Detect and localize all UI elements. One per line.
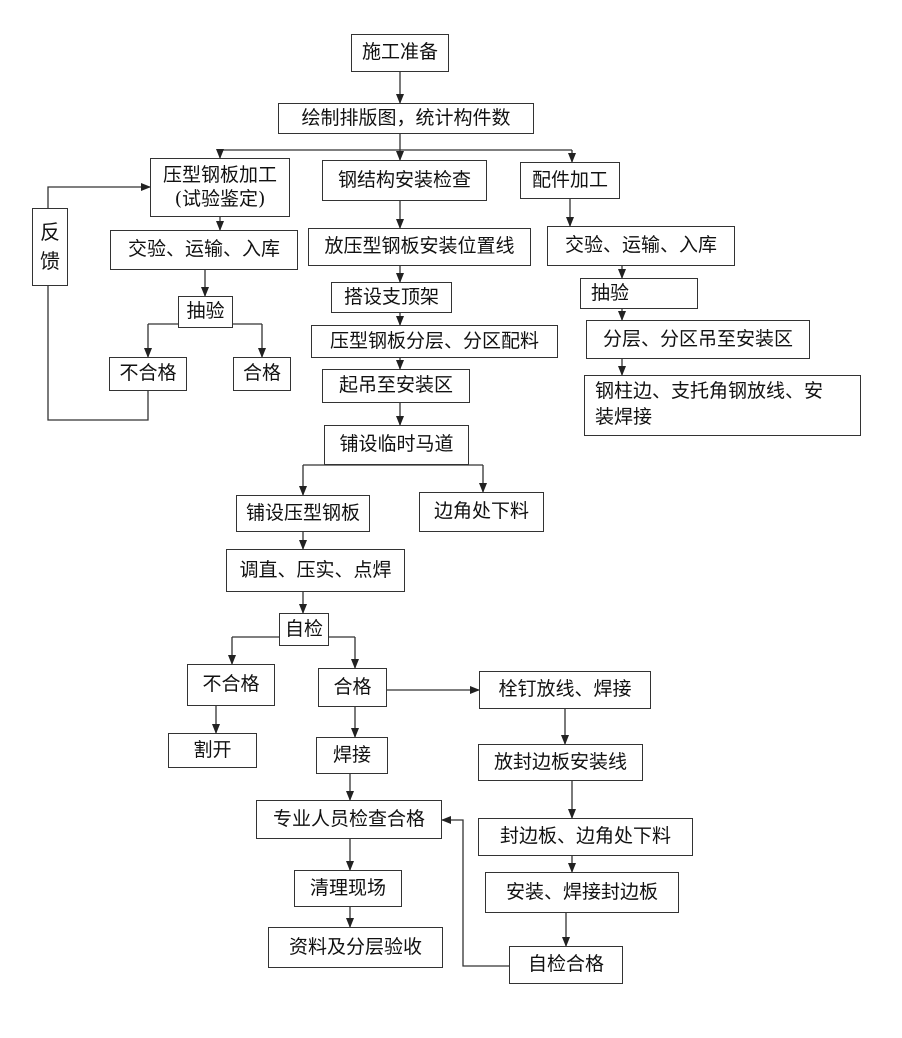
step-c-receive-transport-store-label: 交验、运输、入库 bbox=[564, 234, 717, 257]
step-site-cleanup-label: 清理现场 bbox=[309, 876, 386, 899]
step-drawing-and-count-label: 绘制排版图，统计构件数 bbox=[301, 106, 511, 129]
step-construction-prep: 施工准备 bbox=[351, 34, 449, 72]
step-b-corner-cutting-label: 边角处下料 bbox=[433, 500, 529, 523]
step-b-self-check: 自检 bbox=[279, 613, 329, 646]
step-deck-distribution: 压型钢板分层、分区配料 bbox=[311, 325, 558, 358]
step-fittings-fabrication-label: 配件加工 bbox=[531, 168, 608, 191]
feedback-loop bbox=[47, 183, 151, 421]
step-edge-plate-cutting: 封边板、边角处下料 bbox=[478, 818, 693, 856]
feedback-label-box: 反 馈 bbox=[32, 208, 68, 286]
step-drawing-and-count: 绘制排版图，统计构件数 bbox=[278, 103, 534, 134]
step-b-fail-label: 不合格 bbox=[202, 673, 260, 696]
step-steel-deck-fabrication: 压型钢板加工 (试验鉴定) bbox=[150, 158, 290, 217]
step-b-hoist-to-area-label: 起吊至安装区 bbox=[338, 374, 453, 397]
step-steel-column-edge: 钢柱边、支托角钢放线、安 装焊接 bbox=[584, 375, 861, 436]
step-install-weld-edge-plate-label: 安装、焊接封边板 bbox=[505, 880, 658, 903]
step-temporary-walkway: 铺设临时马道 bbox=[324, 425, 469, 465]
step-construction-prep-label: 施工准备 bbox=[361, 41, 438, 64]
step-a-fail-label: 不合格 bbox=[119, 362, 177, 385]
step-document-acceptance: 资料及分层验收 bbox=[268, 927, 443, 968]
step-deck-position-line: 放压型钢板安装位置线 bbox=[308, 228, 531, 266]
step-a-pass: 合格 bbox=[233, 357, 291, 391]
step-edge-plate-cutting-label: 封边板、边角处下料 bbox=[499, 825, 671, 848]
step-a-sampling: 抽验 bbox=[178, 296, 233, 328]
step-a-receive-transport-store: 交验、运输、入库 bbox=[110, 230, 298, 270]
step-b-self-check-label: 自检 bbox=[284, 617, 323, 640]
feedback-label: 反 馈 bbox=[40, 220, 60, 273]
step-steel-deck-fabrication-line1: 压型钢板加工 bbox=[162, 163, 277, 186]
step-lay-steel-deck: 铺设压型钢板 bbox=[236, 495, 370, 532]
step-edge-plate-line-label: 放封边板安装线 bbox=[493, 750, 627, 773]
step-lay-steel-deck-label: 铺设压型钢板 bbox=[245, 501, 360, 524]
step-welding-label: 焊接 bbox=[332, 743, 371, 766]
step-steel-deck-fabrication-line2: (试验鉴定) bbox=[174, 187, 266, 210]
step-c-hoist-by-zone-label: 分层、分区吊至安装区 bbox=[602, 327, 793, 350]
step-a-sampling-label: 抽验 bbox=[186, 300, 225, 323]
step-expert-inspection: 专业人员检查合格 bbox=[256, 800, 442, 839]
step-site-cleanup: 清理现场 bbox=[294, 870, 402, 907]
step-temporary-walkway-label: 铺设临时马道 bbox=[339, 433, 454, 456]
step-self-check-ok: 自检合格 bbox=[509, 946, 623, 984]
step-cut-open-label: 割开 bbox=[193, 738, 232, 761]
step-c-sampling: 抽验 bbox=[580, 278, 698, 309]
step-b-fail: 不合格 bbox=[187, 664, 275, 706]
step-b-hoist-to-area: 起吊至安装区 bbox=[322, 369, 470, 403]
step-steel-structure-check-label: 钢结构安装检查 bbox=[337, 168, 471, 191]
step-b-pass-label: 合格 bbox=[333, 675, 372, 698]
step-stud-layout-weld-label: 栓钉放线、焊接 bbox=[498, 678, 632, 701]
step-b-pass: 合格 bbox=[318, 668, 387, 707]
step-stud-layout-weld: 栓钉放线、焊接 bbox=[479, 671, 651, 709]
step-deck-distribution-label: 压型钢板分层、分区配料 bbox=[329, 329, 539, 352]
step-a-receive-transport-store-label: 交验、运输、入库 bbox=[127, 238, 280, 261]
step-fittings-fabrication: 配件加工 bbox=[520, 162, 620, 199]
step-c-sampling-label: 抽验 bbox=[591, 281, 630, 304]
step-c-hoist-by-zone: 分层、分区吊至安装区 bbox=[586, 320, 810, 359]
arrow-r-return-to-expert bbox=[441, 816, 509, 967]
step-edge-plate-line: 放封边板安装线 bbox=[478, 744, 643, 781]
step-erect-shoring-label: 搭设支顶架 bbox=[343, 285, 439, 308]
step-welding: 焊接 bbox=[316, 737, 388, 774]
step-document-acceptance-label: 资料及分层验收 bbox=[288, 935, 422, 958]
step-straighten-compact-tackweld-label: 调直、压实、点焊 bbox=[239, 558, 392, 581]
step-steel-column-edge-label: 钢柱边、支托角钢放线、安 装焊接 bbox=[595, 380, 824, 428]
step-c-receive-transport-store: 交验、运输、入库 bbox=[547, 226, 735, 266]
step-a-fail: 不合格 bbox=[109, 357, 187, 391]
step-install-weld-edge-plate: 安装、焊接封边板 bbox=[485, 872, 679, 913]
step-deck-position-line-label: 放压型钢板安装位置线 bbox=[324, 235, 515, 258]
step-cut-open: 割开 bbox=[168, 733, 257, 768]
step-self-check-ok-label: 自检合格 bbox=[527, 953, 604, 976]
step-a-pass-label: 合格 bbox=[242, 362, 281, 385]
step-b-corner-cutting: 边角处下料 bbox=[419, 492, 544, 532]
step-erect-shoring: 搭设支顶架 bbox=[331, 282, 452, 313]
step-steel-structure-check: 钢结构安装检查 bbox=[322, 160, 487, 201]
step-expert-inspection-label: 专业人员检查合格 bbox=[272, 807, 425, 830]
step-straighten-compact-tackweld: 调直、压实、点焊 bbox=[226, 549, 405, 592]
